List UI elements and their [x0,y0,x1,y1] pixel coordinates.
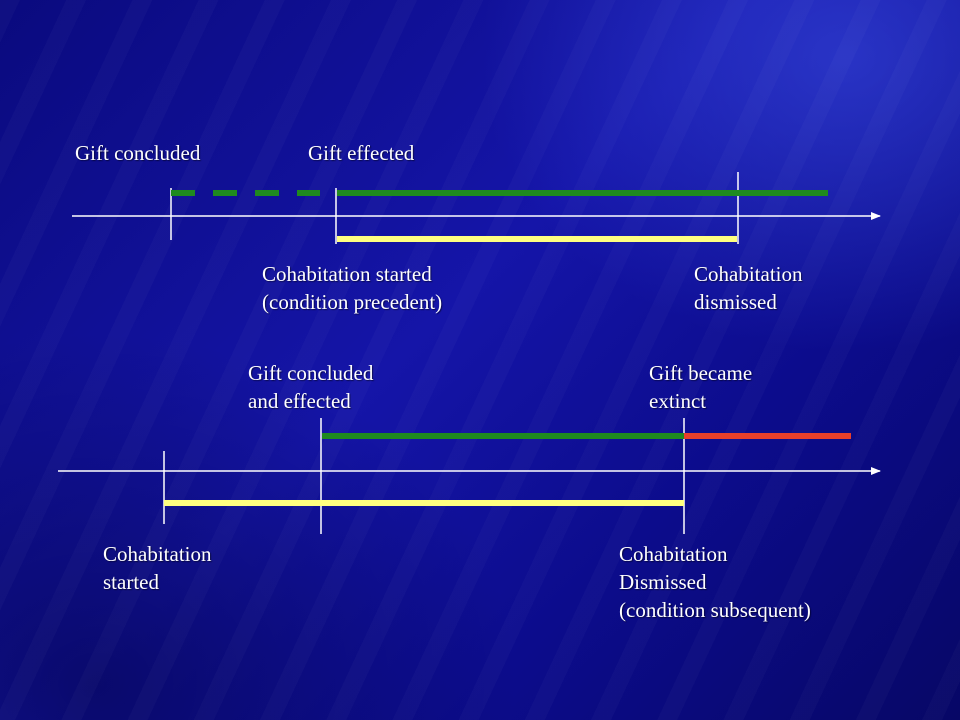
label-line: Gift concluded [248,361,374,385]
label-line: Cohabitation [103,542,212,566]
label-line: Cohabitation started [262,262,432,286]
label-line: Cohabitation [619,542,728,566]
label-line: Dismissed [619,570,707,594]
label-line: extinct [649,389,707,413]
label-line: started [103,570,159,594]
label-line: Gift became [649,361,753,385]
label-line: (condition subsequent) [619,598,811,622]
label-line: dismissed [694,290,777,314]
label-line: and effected [248,389,351,413]
label-gift-concluded: Gift concluded [75,141,201,165]
top-timeline [72,172,881,244]
label-gift-effected: Gift effected [308,141,415,165]
label-line: (condition precedent) [262,290,443,314]
bottom-timeline [58,418,881,534]
label-line: Cohabitation [694,262,803,286]
